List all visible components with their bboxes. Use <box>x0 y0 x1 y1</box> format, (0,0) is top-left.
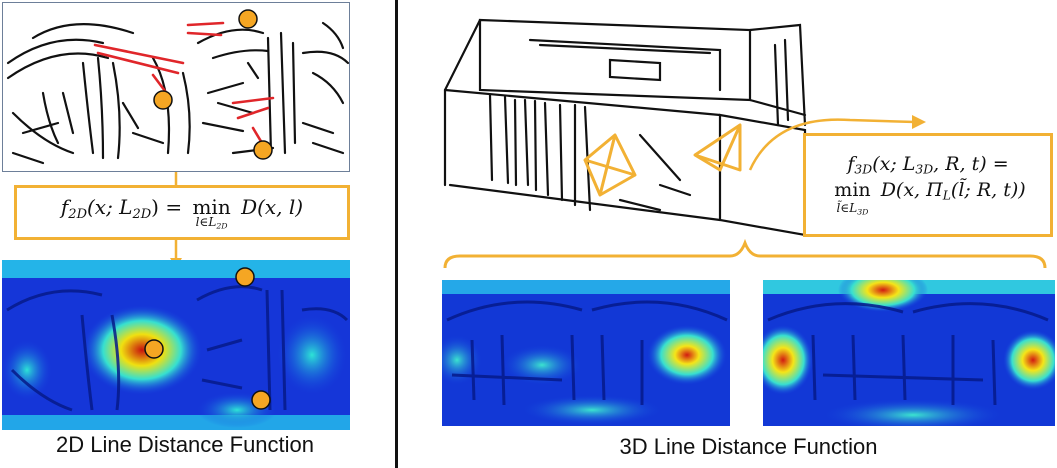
formula-2d-min: min l∈L2D <box>192 195 230 230</box>
heatmap-2d <box>2 260 350 430</box>
formula-3d-min: min l̃∈L3D <box>834 178 870 217</box>
line-model-3d <box>443 18 807 237</box>
heatmap-2d-svg <box>2 260 350 430</box>
formula-3d-args-end: , R, t) = <box>933 153 1009 176</box>
formula-3d-box: f3D(x; L3D, R, t) = min l̃∈L3D D(x, ΠL(l… <box>803 133 1053 237</box>
formula-3d-min-index-sub: 3D <box>857 207 869 217</box>
formula-2d: f2D(x; L2D) = min l∈L2D D(x, l) <box>61 195 303 230</box>
formula-2d-lhs-sub: 2D <box>68 206 87 222</box>
formula-2d-rhs: D(x, l) <box>241 194 304 219</box>
formula-2d-args: (x; L <box>87 194 133 219</box>
formula-3d-min-op: min <box>834 179 871 202</box>
curly-brace <box>443 238 1047 269</box>
heatmap-3d-view-2-svg <box>753 268 1057 431</box>
connector-arrow-3d <box>748 115 926 171</box>
formula-3d-min-index: l̃∈L <box>836 201 858 216</box>
formula-3d-rhs-end: (l̃; R, t)) <box>950 179 1026 202</box>
heatmap-3d-view-1 <box>432 280 730 426</box>
caption-3d: 3D Line Distance Function <box>619 434 878 459</box>
formula-3d-rhs: D(x, Π <box>880 179 943 202</box>
caption-2d: 2D Line Distance Function <box>55 432 315 457</box>
formula-2d-min-op: min <box>192 194 231 219</box>
panel-divider <box>395 0 398 468</box>
formula-2d-args-end: ) = <box>151 194 183 219</box>
formula-3d-lhs: f <box>847 153 855 176</box>
heatmap-3d-view-1-svg <box>432 280 730 426</box>
panorama-lines-svg <box>6 9 350 165</box>
formula-3d-args-sub: 3D <box>915 162 934 177</box>
formula-3d-line2: min l̃∈L3D D(x, ΠL(l̃; R, t)) <box>830 178 1025 217</box>
panorama-line-sketch <box>2 2 350 172</box>
formula-2d-args-sub: 2D <box>132 206 152 222</box>
formula-2d-min-index: l∈L <box>195 214 217 229</box>
formula-3d-rhs-sub: L <box>942 189 951 204</box>
formula-3d-lhs-sub: 3D <box>854 162 873 177</box>
heatmap-3d-view-2 <box>753 268 1057 431</box>
formula-2d-box: f2D(x; L2D) = min l∈L2D D(x, l) <box>14 185 350 240</box>
formula-2d-lhs: f <box>60 194 69 219</box>
formula-3d-args: (x; L <box>872 153 916 176</box>
formula-3d-line1: f3D(x; L3D, R, t) = <box>847 152 1008 178</box>
formula-2d-min-index-sub: 2D <box>216 221 228 231</box>
